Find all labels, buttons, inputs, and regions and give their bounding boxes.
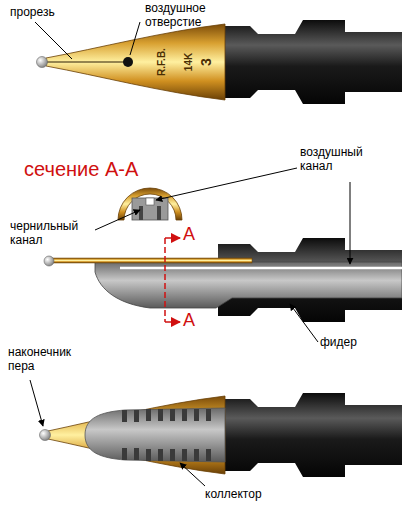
nib-imprint: 3 [198, 58, 214, 66]
part-label: коллектор [205, 488, 295, 502]
part-label: фидер [320, 336, 390, 350]
top-view [35, 20, 402, 104]
section-mark: А [183, 224, 203, 245]
part-label: наконечник пера [8, 346, 98, 374]
bottom-view [30, 380, 402, 486]
part-label: прорезь [10, 6, 90, 20]
part-label: воздушное отверстие [145, 2, 225, 30]
part-label: воздушный канал [300, 146, 395, 174]
part-label: чернильный канал [10, 220, 95, 248]
side-section [44, 182, 402, 342]
section-title: сечение А-А [24, 158, 164, 181]
nib-imprint: 14K [183, 53, 195, 71]
section-mark: А [183, 310, 203, 331]
nib-imprint: R.F.B. [156, 48, 168, 76]
